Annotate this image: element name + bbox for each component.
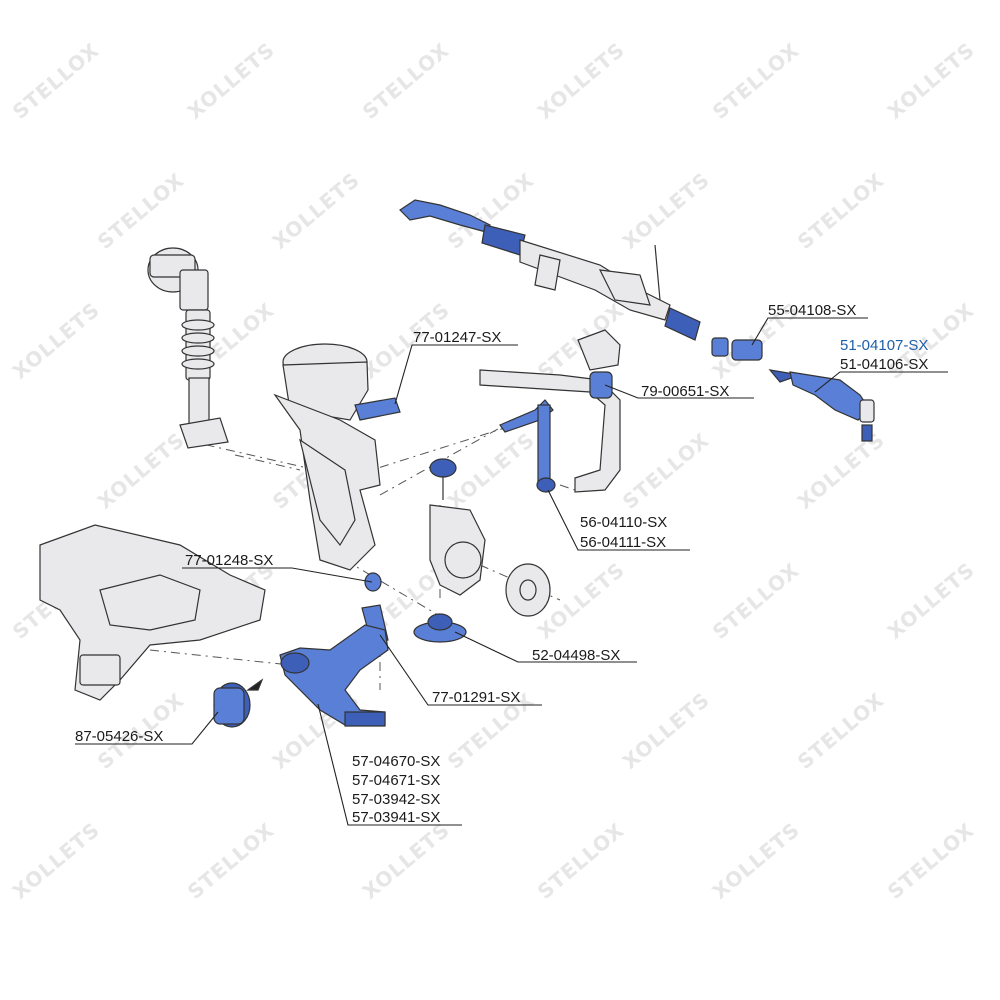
arm-bushing (213, 678, 264, 728)
knuckle-tower (273, 343, 381, 571)
watermark-text: XOLLETS (883, 557, 980, 643)
tie-rod-end (768, 369, 875, 442)
watermark-text: STELLOX (793, 168, 889, 254)
label-52-04498: 52-04498-SX (532, 647, 620, 664)
watermark-text: STELLOX (533, 818, 629, 904)
ball-joint (413, 613, 467, 643)
upper-arm-bushing (354, 397, 401, 421)
watermark-text: XOLLETS (8, 297, 105, 383)
watermark-text: XOLLETS (358, 817, 455, 903)
steering-knuckle (429, 458, 551, 617)
watermark-text: STELLOX (358, 38, 454, 124)
lower-bushing (364, 572, 382, 592)
watermark-text: STELLOX (93, 168, 189, 254)
label-55-04108: 55-04108-SX (768, 302, 856, 319)
watermark-text: STELLOX (793, 688, 889, 774)
label-77-01248: 77-01248-SX (185, 552, 273, 569)
label-51-04106: 51-04106-SX (840, 356, 928, 373)
watermark-text: XOLLETS (883, 37, 980, 123)
watermark-text: XOLLETS (443, 427, 540, 513)
axial-rod-parts (711, 337, 763, 361)
label-57-03941: 57-03941-SX (352, 809, 440, 826)
watermark-text: XOLLETS (793, 427, 890, 513)
watermark-text: XOLLETS (618, 687, 715, 773)
stabilizer-link (499, 399, 556, 493)
watermark-text: XOLLETS (8, 817, 105, 903)
label-56-04111: 56-04111-SX (580, 534, 666, 551)
watermark-text: XOLLETS (533, 37, 630, 123)
watermark-text: STELLOX (8, 38, 104, 124)
subframe (39, 524, 266, 701)
watermark-text: XOLLETS (708, 817, 805, 903)
watermark-text: XOLLETS (618, 167, 715, 253)
label-77-01247: 77-01247-SX (413, 329, 501, 346)
watermark-text: STELLOX (883, 818, 979, 904)
watermark-text: XOLLETS (183, 37, 280, 123)
label-87-05426: 87-05426-SX (75, 728, 163, 745)
label-57-04671: 57-04671-SX (352, 772, 440, 789)
label-79-00651: 79-00651-SX (641, 383, 729, 400)
watermark-layer: STELLOX XOLLETS STELLOX XOLLETS STELLOX XOLLE… (8, 37, 980, 903)
watermark-text: STELLOX (708, 38, 804, 124)
steering-rack (399, 199, 701, 341)
label-56-04110: 56-04110-SX (580, 514, 667, 531)
label-51-04107: 51-04107-SX (840, 337, 928, 354)
watermark-text: XOLLETS (93, 427, 190, 513)
leader-lines (75, 317, 948, 826)
watermark-text: XOLLETS (268, 167, 365, 253)
strut-assembly (147, 247, 229, 449)
watermark-text: STELLOX (183, 818, 279, 904)
watermark-text: STELLOX (618, 428, 714, 514)
label-77-01291: 77-01291-SX (432, 689, 520, 706)
stabilizer-bar (479, 329, 621, 493)
label-57-03942: 57-03942-SX (352, 791, 440, 808)
watermark-text: STELLOX (708, 558, 804, 644)
lower-control-arm (279, 604, 389, 727)
label-57-04670: 57-04670-SX (352, 753, 440, 770)
part-labels: 77-01247-SX 55-04108-SX 51-04107-SX 51-0… (75, 302, 928, 826)
